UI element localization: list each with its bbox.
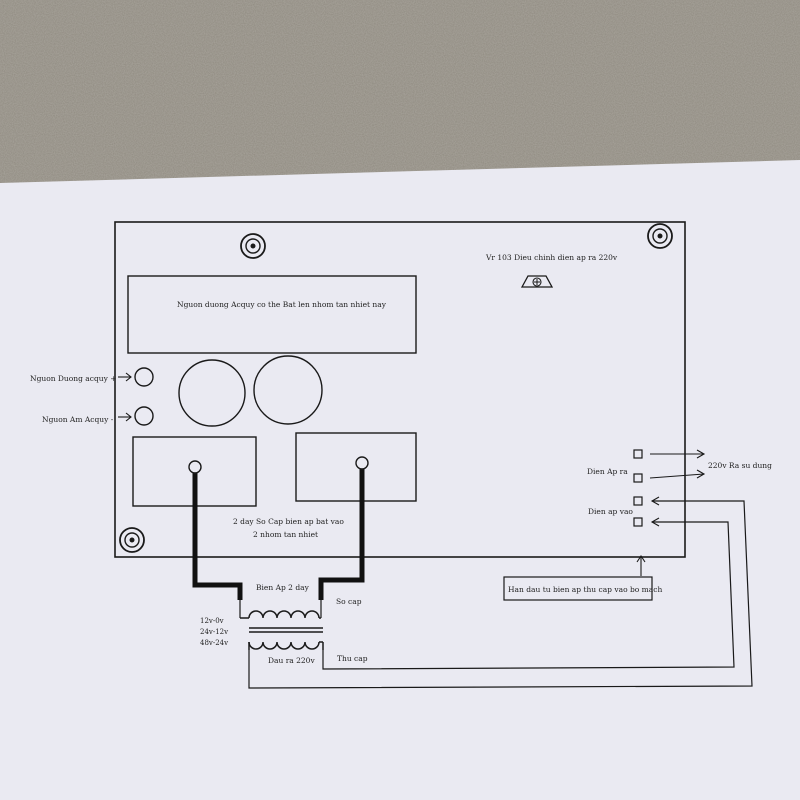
- secondary-wire-outer: [248, 500, 753, 689]
- transformer-coil-icon: [240, 610, 324, 650]
- output-use-label: 220v Ra su dung: [708, 461, 772, 470]
- tap-label-24v: 24v-12v: [200, 628, 228, 636]
- tap-label-48v: 48v-24v: [200, 639, 228, 647]
- output-terminals-label: Dien Ap ra: [587, 467, 628, 476]
- battery-negative-terminal: [134, 406, 154, 426]
- primary-wire-right: [318, 463, 365, 600]
- input-terminals-label: Dien ap vao: [588, 507, 633, 516]
- tap-label-12v: 12v-0v: [200, 617, 224, 625]
- solder-note: Han dau tu bien ap thu cap vao bo mach: [508, 585, 662, 594]
- paper-sheet: [0, 160, 800, 800]
- arrow-up-icon: [636, 555, 646, 576]
- battery-positive-label: Nguon Duong acquy +: [30, 374, 117, 383]
- potentiometer-icon: [520, 275, 554, 288]
- battery-negative-label: Nguon Am Acquy -: [42, 415, 114, 424]
- mounting-hole-top-right: [647, 223, 673, 249]
- heatsink-right-terminal: [355, 456, 369, 470]
- pcb-board-outline: [114, 221, 686, 558]
- solder-note-box: [503, 576, 653, 601]
- capacitor-left: [178, 359, 246, 427]
- vr-adjust-label: Vr 103 Dieu chinh dien ap ra 220v: [485, 253, 618, 262]
- arrow-right-icon: [650, 449, 706, 459]
- arrow-right-icon: [649, 469, 706, 479]
- primary-label: So cap: [336, 597, 362, 606]
- primary-wire-left: [192, 467, 243, 600]
- heatsink-right: [295, 432, 417, 502]
- output-terminal-1: [633, 449, 643, 459]
- mounting-hole-bottom-left: [119, 527, 145, 553]
- heatsink-note-box: [127, 275, 417, 354]
- output-terminal-2: [633, 473, 643, 483]
- output-220-label: Dau ra 220v: [268, 656, 315, 665]
- input-terminal-1: [633, 496, 643, 506]
- primary-wires-note-line-1: 2 day So Cap bien ap bat vao: [233, 517, 344, 526]
- mounting-hole-top-center: [240, 233, 266, 259]
- input-terminal-2: [633, 517, 643, 527]
- capacitor-right: [253, 355, 323, 425]
- heatsink-left-terminal: [188, 460, 202, 474]
- primary-wires-note-line-2: 2 nhom tan nhiet: [253, 530, 318, 539]
- arrow-right-icon: [118, 412, 132, 422]
- battery-heatsink-note: Nguon duong Acquy co the Bat len nhom ta…: [177, 300, 387, 309]
- transformer-name-label: Bien Ap 2 day: [256, 583, 310, 592]
- battery-positive-terminal: [134, 367, 154, 387]
- secondary-label: Thu cap: [337, 654, 368, 663]
- arrow-right-icon: [118, 372, 132, 382]
- secondary-wire-inner: [322, 521, 735, 670]
